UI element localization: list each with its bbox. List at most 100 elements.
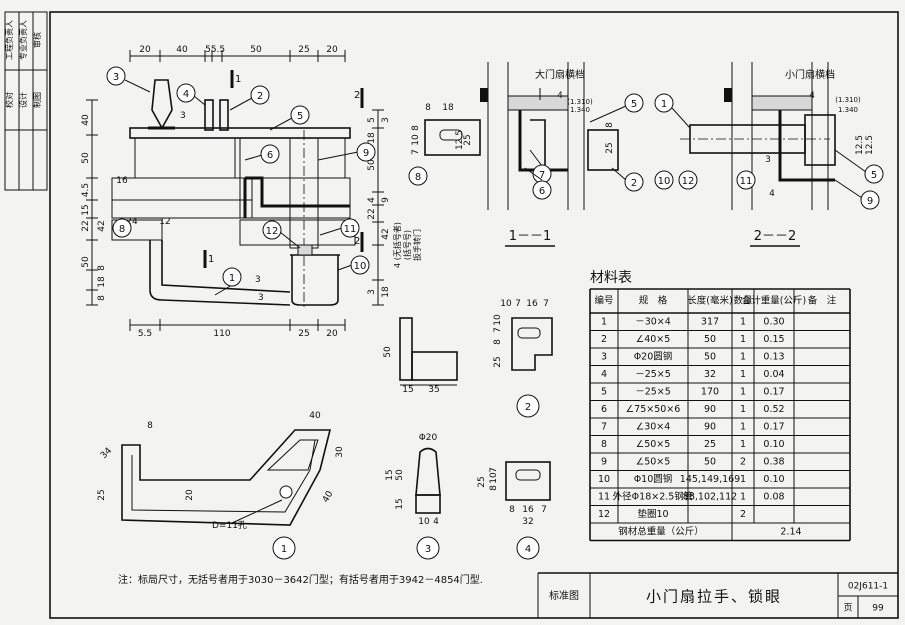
s11-dim-2: 25 (463, 134, 473, 145)
table-cell-8-4: 0.38 (763, 456, 784, 467)
p1-dim-3: 20 (185, 489, 195, 501)
svg-text:5: 5 (631, 99, 637, 110)
p4-dim-2: 8 (489, 485, 499, 491)
dim-top-3: 5.5 (211, 45, 225, 55)
svg-text:6: 6 (267, 150, 273, 161)
s11-dim-5: 10 (411, 134, 421, 146)
dim-left-6: 50 (81, 256, 91, 268)
s22-dim-3: 12.5 (855, 135, 865, 155)
materials-title: 材料表 (590, 270, 632, 286)
svg-text:11: 11 (344, 224, 357, 235)
s11-dim-3: 12.5 (455, 130, 465, 150)
table-cell-9-0: 10 (598, 474, 610, 485)
dim-left-4: 22 (81, 220, 91, 231)
section-mark-1b: 1 (208, 254, 214, 265)
table-cell-3-2: 32 (704, 369, 716, 380)
table-cell-0-3: 1 (740, 316, 746, 327)
table-cell-10-3: 1 (740, 491, 746, 502)
section-mark-3a: 3 (180, 111, 186, 121)
table-cell-9-4: 0.10 (763, 474, 784, 485)
table-cell-5-4: 0.52 (763, 404, 784, 415)
dim-top-0: 20 (139, 45, 151, 55)
svg-text:8: 8 (415, 172, 421, 183)
table-cell-10-0: 11 (598, 491, 610, 502)
p3-dim-3: 15 (395, 498, 405, 509)
s11-dim-1: 18 (442, 103, 454, 113)
s11-dim-9: 4 (557, 91, 563, 101)
table-cell-9-2: 145,149,169 (680, 474, 740, 485)
dim-left-2: 4.5 (81, 183, 91, 197)
table-cell-1-2: 50 (704, 334, 716, 345)
section-mark-2a: 2 (354, 90, 360, 101)
p4-dim-1: 10 (489, 472, 499, 484)
s22-bubble-10: 10 (654, 170, 674, 190)
table-cell-10-4: 0.08 (763, 491, 784, 502)
bubble-9: 9 (317, 142, 376, 162)
dim-bottom-0: 5.5 (138, 329, 152, 339)
bubble-11: 11 (319, 218, 360, 238)
svg-text:1: 1 (281, 544, 287, 555)
s11-dim-6: 8 (411, 125, 421, 131)
s22-dim-4: 12.5 (865, 135, 875, 155)
bubble-6: 6 (244, 144, 280, 164)
section-mark-2b: 2 (354, 236, 360, 247)
table-header-4: 合计重量(公斤) (742, 295, 806, 307)
section-mark-1a: 1 (235, 74, 241, 85)
table-cell-5-1: ∠75×50×6 (626, 404, 681, 415)
dim-top-2: 5 (205, 45, 211, 55)
svg-text:10: 10 (354, 261, 367, 272)
table-cell-1-0: 2 (601, 334, 607, 345)
dim-left-0: 40 (81, 114, 91, 126)
title-block: 标准图 小门扇拉手、锁眼 02J611-1 页 99 (537, 572, 898, 618)
s11-bubble-5: 5 (589, 93, 644, 123)
table-header-2: 长度(毫米) (687, 295, 732, 307)
table-cell-1-4: 0.15 (763, 334, 784, 345)
s22-dim-5: 3 (765, 155, 771, 165)
table-cell-9-3: 1 (740, 474, 746, 485)
svg-text:1: 1 (661, 99, 667, 110)
table-cell-7-3: 1 (740, 439, 746, 450)
s22-bubble-5: 5 (834, 149, 884, 184)
p4-dim-3: 25 (477, 476, 487, 487)
table-total-value: 2.14 (780, 526, 801, 537)
table-cell-8-2: 50 (704, 456, 716, 467)
p2-dim-1: 7 (515, 299, 521, 309)
svg-text:9: 9 (867, 196, 873, 207)
svg-text:1: 1 (229, 273, 235, 284)
table-cell-3-3: 1 (740, 369, 746, 380)
s11-bubble-2: 2 (611, 167, 644, 192)
annotation-2: 扳手转门 (412, 229, 422, 261)
table-cell-10-2: 88,102,112 (683, 491, 737, 502)
p3-dim-1: 50 (395, 469, 405, 481)
table-cell-11-1: 垫圈10 (637, 508, 668, 520)
dim-right-6: 22 (367, 208, 377, 219)
p2-bubble: 2 (516, 394, 540, 418)
dim-right-0: 5 (367, 117, 377, 123)
svg-text:3: 3 (425, 544, 431, 555)
s22-dim-2: 1.340 (838, 106, 858, 114)
table-cell-7-2: 25 (704, 439, 716, 450)
s22-bubble-11: 11 (736, 170, 756, 190)
dim-right-9: 18 (381, 286, 391, 298)
p1-dim-2: 25 (97, 489, 107, 500)
svg-text:12: 12 (266, 226, 279, 237)
bubble-3: 3 (106, 66, 151, 93)
dim-bottom-3: 20 (326, 329, 338, 339)
p4-dim-0: 7 (489, 467, 499, 473)
table-cell-7-4: 0.10 (763, 439, 784, 450)
p3-dim-4: 10 (418, 517, 430, 527)
s11-dim-4: 7 (411, 149, 421, 155)
table-header-0: 编号 (594, 295, 613, 307)
p1-bubble: 1 (272, 536, 296, 560)
table-cell-1-3: 1 (740, 334, 746, 345)
dim-left-8: 8 (97, 265, 107, 271)
p3-dim-2: 15 (385, 469, 395, 480)
table-cell-0-4: 0.30 (763, 316, 784, 327)
margin-label-2: 审核 (32, 32, 42, 48)
annotation-1: (括号号) (402, 230, 412, 260)
p2-dim-8: 50 (383, 346, 393, 358)
p4-dim-6: 7 (541, 505, 547, 515)
s11-bubble-6: 6 (524, 167, 552, 200)
part-2-detail: 50 15 35 10 7 16 7 7 10 8 25 2 (383, 299, 553, 418)
